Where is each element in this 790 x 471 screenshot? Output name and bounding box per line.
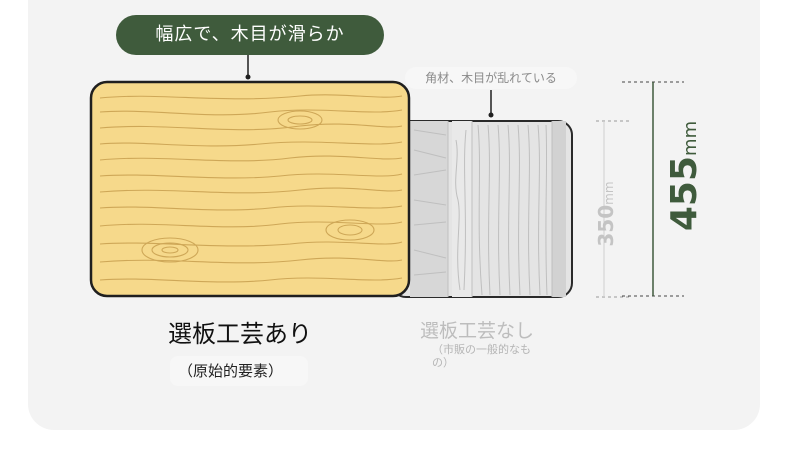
dimension-455-unit: mm [680,120,701,156]
pill-pointer-dot [245,74,251,80]
feature-pill: 幅広で、木目が滑らか [116,15,384,55]
callout-pointer-dot [488,112,494,118]
dim-455-guides [622,81,684,297]
dim-350-guides [596,120,630,298]
dimension-350-value: 350 [594,204,618,247]
selected-sublabel: （原始的要素） [170,356,308,386]
selected-label: 選板工芸あり [168,320,312,348]
selected-board [89,80,411,298]
ordinary-callout: 角材、木目が乱れている [405,67,577,89]
dimension-455-value: 455 [664,155,705,232]
dimension-350: 350mm [594,181,618,246]
ordinary-label: 選板工芸なし [420,320,535,342]
ordinary-board [391,120,573,298]
ordinary-sublabel: （市販の一般的なもの） [432,343,531,369]
dimension-350-unit: mm [602,181,616,205]
dimension-455: 455mm [664,121,705,231]
